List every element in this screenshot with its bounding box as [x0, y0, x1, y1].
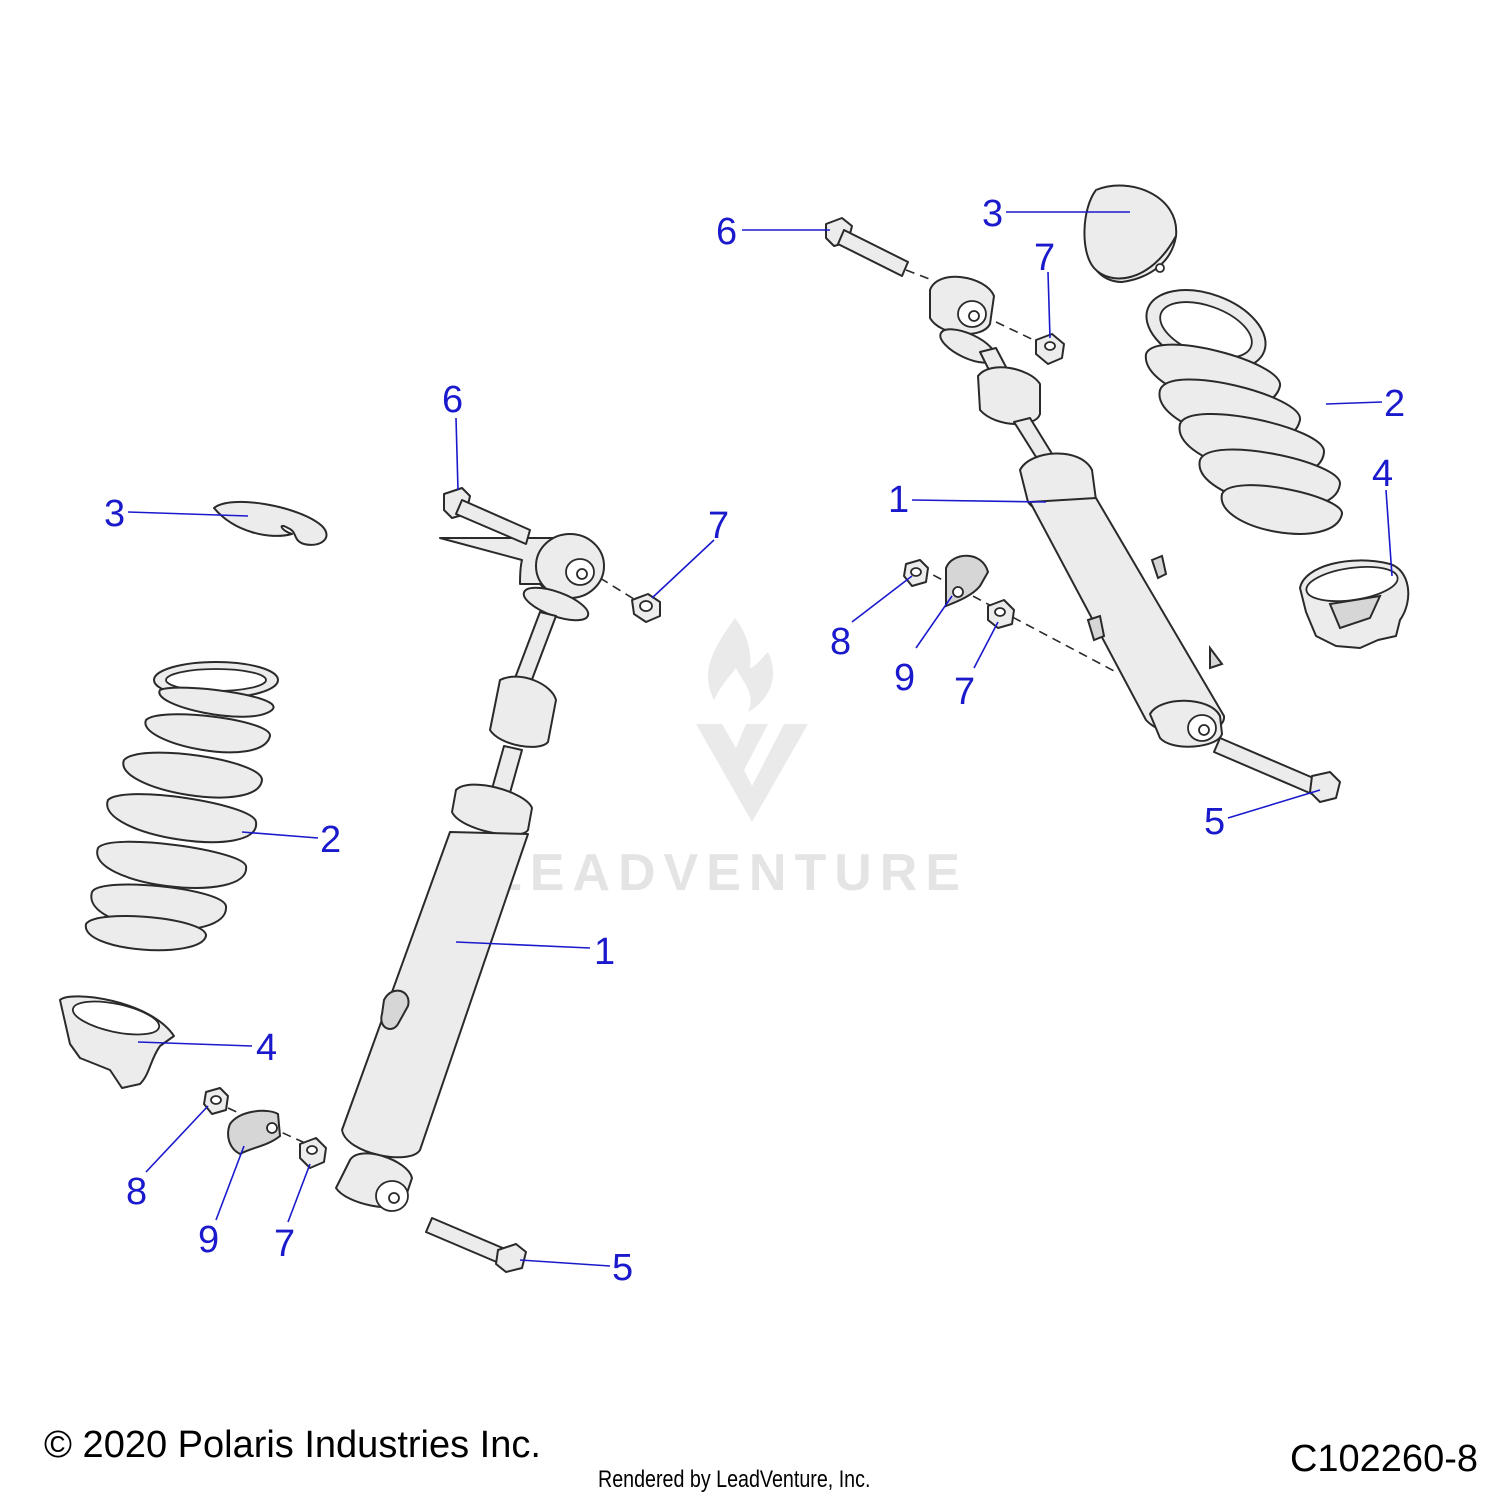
right-leader-1 [911, 499, 1047, 503]
left-upper-bolt[interactable] [443, 487, 531, 545]
right-clip-nut[interactable] [903, 559, 929, 587]
right-leader-8 [851, 575, 913, 623]
left-shock-absorber[interactable] [335, 533, 605, 1212]
left-spring-seat[interactable] [59, 995, 175, 1089]
leadventure-watermark: LEADVENTURE [490, 618, 968, 902]
left-callout-7-lower[interactable]: 7 [274, 1223, 295, 1265]
left-upper-nut[interactable] [631, 593, 661, 623]
left-lower-bolt[interactable] [425, 1217, 527, 1273]
left-leader-6 [455, 417, 459, 491]
left-coil-spring[interactable] [84, 661, 279, 952]
left-leader-1 [455, 941, 591, 949]
right-upper-axis [905, 269, 1043, 345]
left-callout-3[interactable]: 3 [104, 493, 125, 535]
right-leader-4 [1385, 489, 1393, 577]
left-callout-1[interactable]: 1 [594, 931, 615, 973]
right-shock-assembly: 6 3 7 2 4 1 8 9 7 5 [716, 184, 1410, 843]
watermark-text: LEADVENTURE [490, 844, 968, 902]
left-clip[interactable] [227, 1109, 282, 1156]
left-clip-nut[interactable] [203, 1087, 229, 1115]
right-callout-1[interactable]: 1 [888, 479, 909, 521]
right-callout-5[interactable]: 5 [1204, 801, 1225, 843]
left-leader-4 [137, 1041, 253, 1047]
right-spring-retainer[interactable] [1083, 184, 1178, 283]
right-callout-9[interactable]: 9 [894, 657, 915, 699]
left-callout-7-upper[interactable]: 7 [708, 505, 729, 547]
left-leader-8 [145, 1105, 209, 1173]
left-leader-2 [241, 831, 319, 839]
left-leader-5 [519, 1259, 611, 1267]
left-callout-2[interactable]: 2 [320, 819, 341, 861]
left-leader-9 [215, 1145, 245, 1221]
right-leader-5 [1227, 789, 1321, 819]
right-upper-nut[interactable] [1035, 333, 1065, 365]
right-callout-2[interactable]: 2 [1384, 383, 1405, 425]
right-leader-2 [1325, 401, 1383, 405]
right-callout-8[interactable]: 8 [830, 621, 851, 663]
right-leader-7-upper [1047, 271, 1051, 339]
right-shock-absorber[interactable] [929, 275, 1226, 748]
right-spring-seat[interactable] [1299, 559, 1410, 649]
right-callout-7-upper[interactable]: 7 [1034, 237, 1055, 279]
left-leader-7-upper [651, 539, 715, 599]
left-lower-nut[interactable] [299, 1137, 327, 1169]
left-callout-5[interactable]: 5 [612, 1247, 633, 1289]
left-spring-retainer[interactable] [213, 501, 328, 546]
right-coil-spring[interactable] [1135, 275, 1344, 535]
right-leader-9 [915, 595, 953, 649]
right-clip[interactable] [945, 554, 990, 608]
left-leader-3 [127, 511, 249, 517]
figure-id: C102260-8 [1289, 1438, 1478, 1480]
right-upper-bolt[interactable] [825, 217, 909, 277]
right-lower-nut[interactable] [987, 599, 1015, 629]
left-leader-7-lower [287, 1163, 311, 1223]
left-shock-assembly: 3 6 7 2 1 4 8 9 7 5 [59, 379, 729, 1289]
copyright-text: © 2020 Polaris Industries Inc. [44, 1424, 541, 1466]
left-callout-6[interactable]: 6 [442, 379, 463, 421]
right-lower-bolt[interactable] [1213, 737, 1341, 803]
left-callout-9[interactable]: 9 [198, 1219, 219, 1261]
left-callout-8[interactable]: 8 [126, 1171, 147, 1213]
left-callout-4[interactable]: 4 [256, 1027, 277, 1069]
rendered-by-text: Rendered by LeadVenture, Inc. [598, 1466, 871, 1493]
right-leader-7-lower [973, 621, 999, 669]
right-callout-4[interactable]: 4 [1372, 453, 1393, 495]
right-callout-7-lower[interactable]: 7 [954, 671, 975, 713]
right-callout-6[interactable]: 6 [716, 211, 737, 253]
right-callout-3[interactable]: 3 [982, 193, 1003, 235]
